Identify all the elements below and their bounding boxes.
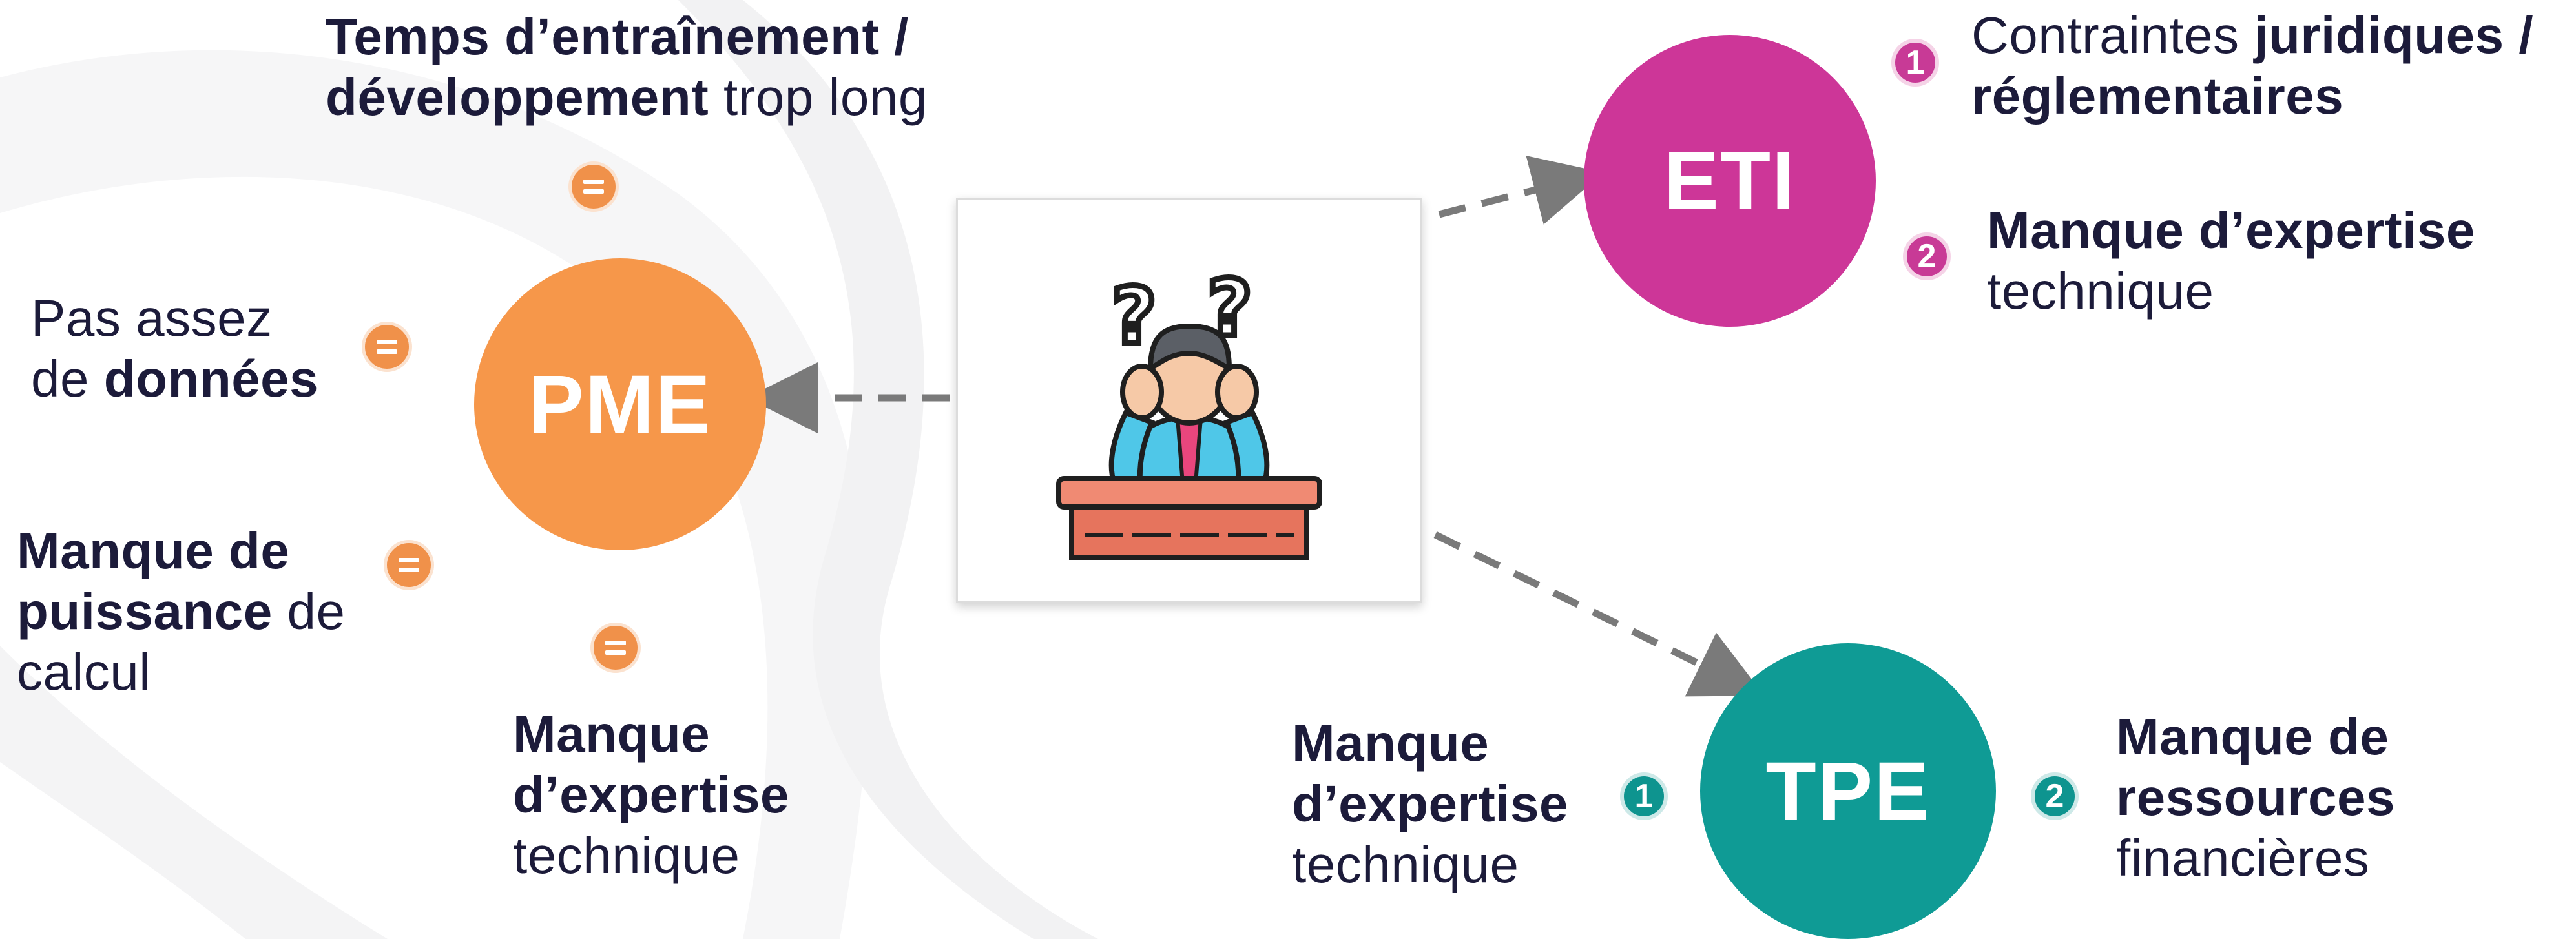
- pme-expertise-bold1: Manque: [513, 705, 711, 763]
- arrow-to-eti: [1438, 155, 1604, 225]
- eti-label: ETI: [1663, 134, 1796, 227]
- tpe-item-expertise: Manque d’expertise technique: [1292, 713, 1568, 895]
- confused-person-at-desk-icon: ? ?: [1056, 262, 1322, 560]
- equal-icon: [568, 161, 619, 212]
- eti-contraintes-normal: Contraintes: [1971, 6, 2254, 64]
- tpe-label: TPE: [1765, 745, 1931, 838]
- tpe-ressources-bold2: ressources: [2116, 769, 2395, 826]
- pme-donnees-normal2: de: [31, 350, 104, 408]
- svg-text:?: ?: [1112, 272, 1157, 362]
- pme-item-puissance: Manque de puissance de calcul: [17, 521, 346, 703]
- eti-circle: ETI: [1584, 35, 1876, 327]
- pme-puissance-bold1: Manque de: [17, 522, 290, 579]
- rank-badge: 1: [1620, 772, 1668, 820]
- pme-circle: PME: [474, 258, 766, 550]
- tpe-expertise-bold2: d’expertise: [1292, 775, 1568, 832]
- tpe-circle: TPE: [1700, 643, 1996, 939]
- pme-donnees-normal1: Pas assez: [31, 289, 273, 347]
- equal-icon: [362, 322, 412, 372]
- eti-contraintes-bold2: réglementaires: [1971, 67, 2344, 125]
- pme-expertise-normal: technique: [513, 827, 740, 884]
- pme-puissance-bold2: puissance: [17, 583, 273, 640]
- tpe-ressources-bold1: Manque de: [2116, 708, 2389, 765]
- eti-expertise-normal: technique: [1987, 262, 2214, 320]
- rank-badge: 2: [1903, 232, 1951, 280]
- tpe-ressources-normal: financières: [2116, 829, 2370, 887]
- tpe-item-ressources: Manque de ressources financières: [2116, 707, 2395, 889]
- eti-expertise-bold: Manque d’expertise: [1987, 201, 2475, 259]
- pme-puissance-normal3: calcul: [17, 643, 151, 701]
- eti-item-expertise: Manque d’expertise technique: [1987, 200, 2475, 322]
- pme-donnees-bold: données: [103, 350, 319, 408]
- pme-puissance-normal2: de: [272, 583, 346, 640]
- pme-temps-bold1: Temps d’entraînement /: [326, 8, 909, 65]
- equal-icon: [590, 623, 641, 673]
- pme-item-temps: Temps d’entraînement / développement tro…: [326, 6, 928, 128]
- eti-contraintes-bold1: juridiques /: [2254, 6, 2534, 64]
- pme-temps-bold2: développement: [326, 68, 709, 126]
- pme-item-expertise: Manque d’expertise technique: [513, 704, 789, 886]
- equal-icon: [384, 540, 434, 590]
- arrow-to-tpe: [1433, 531, 1765, 697]
- center-illustration-card: ? ?: [956, 198, 1422, 603]
- pme-label: PME: [528, 358, 712, 451]
- pme-expertise-bold2: d’expertise: [513, 766, 789, 823]
- pme-item-donnees: Pas assez de données: [31, 288, 318, 409]
- svg-text:?: ?: [1207, 264, 1252, 354]
- pme-temps-normal: trop long: [709, 68, 928, 126]
- rank-badge: 1: [1891, 39, 1939, 87]
- eti-item-contraintes: Contraintes juridiques / réglementaires: [1971, 5, 2533, 127]
- tpe-expertise-bold1: Manque: [1292, 714, 1490, 772]
- tpe-expertise-normal: technique: [1292, 836, 1519, 893]
- rank-badge: 2: [2031, 772, 2079, 820]
